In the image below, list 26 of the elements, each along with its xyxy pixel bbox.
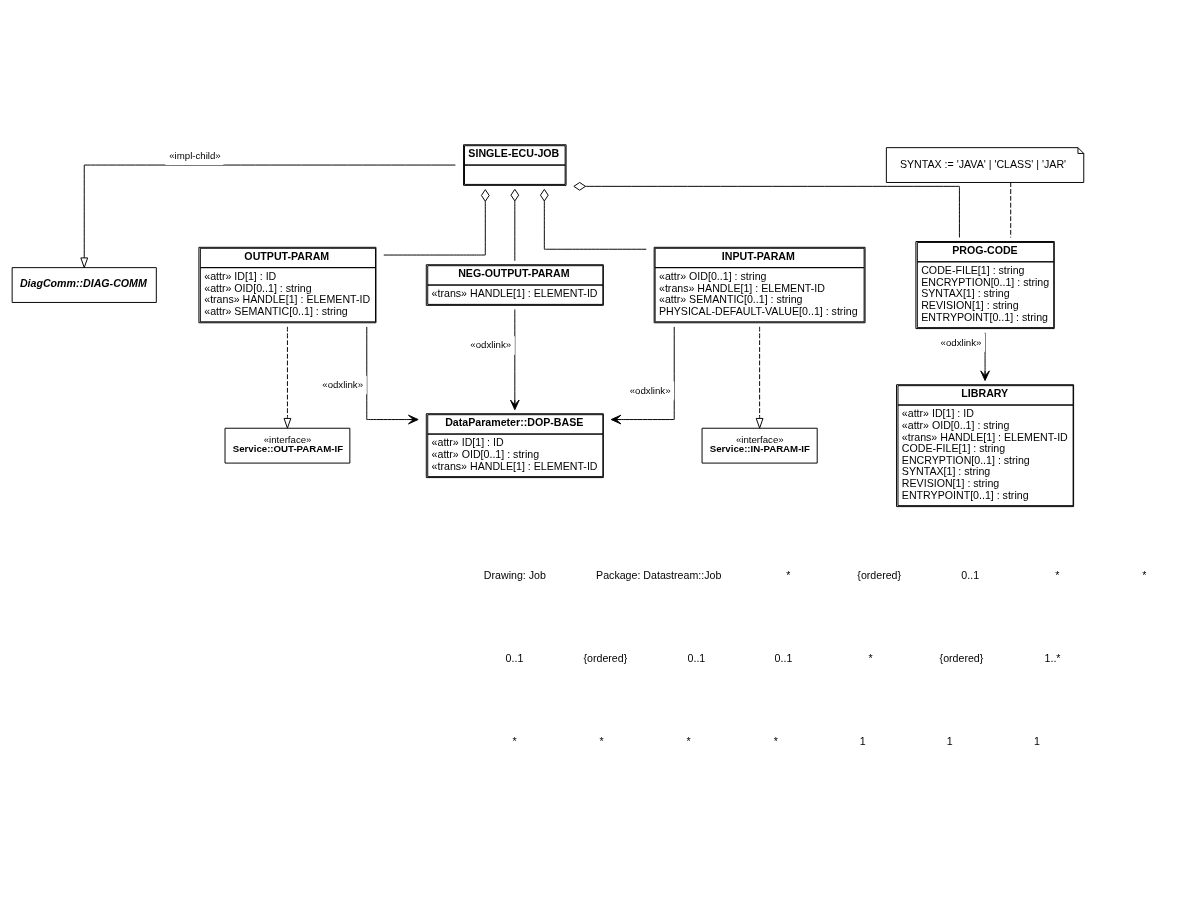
label: 1 xyxy=(1033,734,1040,747)
label: {ordered} xyxy=(857,568,902,581)
label: * xyxy=(512,734,517,747)
label: 0..1 xyxy=(505,651,524,664)
label: Package: Datastream::Job xyxy=(596,568,722,581)
label: 0..1 xyxy=(774,651,793,664)
edge-label: «odxlink» xyxy=(940,336,982,348)
edge-label: «impl-child» xyxy=(169,149,221,161)
label: * xyxy=(868,651,873,664)
label: * xyxy=(1055,568,1060,581)
label: * xyxy=(786,568,791,581)
label: 1..* xyxy=(1044,651,1061,664)
label: * xyxy=(1142,568,1147,581)
label: 1 xyxy=(946,734,953,747)
label: * xyxy=(686,734,691,747)
label: Drawing: Job xyxy=(483,568,546,581)
edge-label: «odxlink» xyxy=(470,338,512,350)
label: * xyxy=(599,734,604,747)
label: 0..1 xyxy=(961,568,980,581)
label: 1 xyxy=(859,734,866,747)
label: {ordered} xyxy=(583,651,628,664)
edge-label: «odxlink» xyxy=(629,384,671,396)
edge-label: «odxlink» xyxy=(322,378,364,390)
label: {ordered} xyxy=(939,651,984,664)
label: * xyxy=(773,734,778,747)
label: 0..1 xyxy=(687,651,706,664)
